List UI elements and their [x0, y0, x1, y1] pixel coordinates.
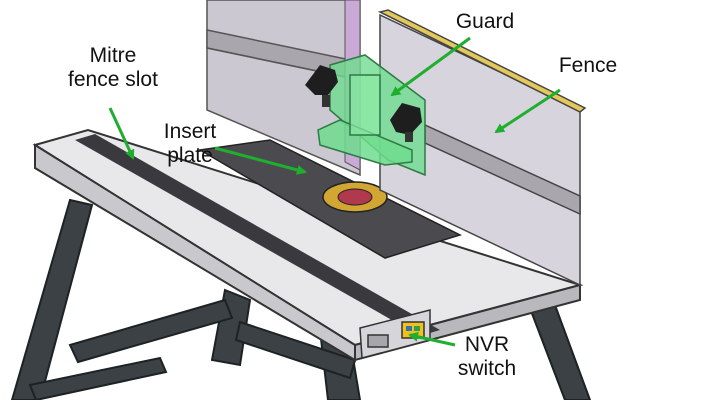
guard-knobs — [305, 65, 422, 142]
stand-crossbar-front — [234, 320, 357, 380]
label-nvr-line1: NVR — [464, 333, 510, 356]
callout-arrows — [108, 36, 561, 347]
stand-front-left-leg — [210, 288, 252, 367]
label-fence: Fence — [558, 54, 618, 77]
mitre-slot — [75, 134, 440, 336]
arrow-fence — [494, 88, 561, 134]
label-nvr-switch: NVR switch — [447, 333, 527, 381]
label-nvr-line2: switch — [457, 357, 517, 380]
stand-crossbar-left — [68, 298, 234, 364]
fence-right-panel — [377, 9, 587, 287]
guard — [317, 54, 426, 177]
label-insert-line1: Insert — [163, 120, 217, 143]
knob-left-icon — [305, 65, 338, 95]
knob-right-icon — [390, 103, 422, 135]
stand-back-left-leg — [10, 198, 94, 400]
label-guard: Guard — [455, 10, 515, 33]
label-mitre-fence-slot: Mitre fence slot — [58, 44, 168, 92]
stand-crossbar-lower — [28, 356, 168, 400]
insert-plate — [197, 139, 463, 259]
label-mitre-line2: fence slot — [68, 68, 158, 91]
label-insert-line2: plate — [167, 144, 213, 167]
arrow-insert-plate — [214, 146, 307, 175]
arrow-nvr-switch — [408, 331, 456, 347]
label-insert-plate: Insert plate — [150, 120, 230, 168]
arrow-mitre-slot — [108, 107, 135, 160]
table-top — [32, 128, 584, 362]
bit-center — [337, 188, 373, 206]
label-mitre-line1: Mitre — [89, 44, 137, 67]
arrow-guard — [390, 36, 471, 97]
